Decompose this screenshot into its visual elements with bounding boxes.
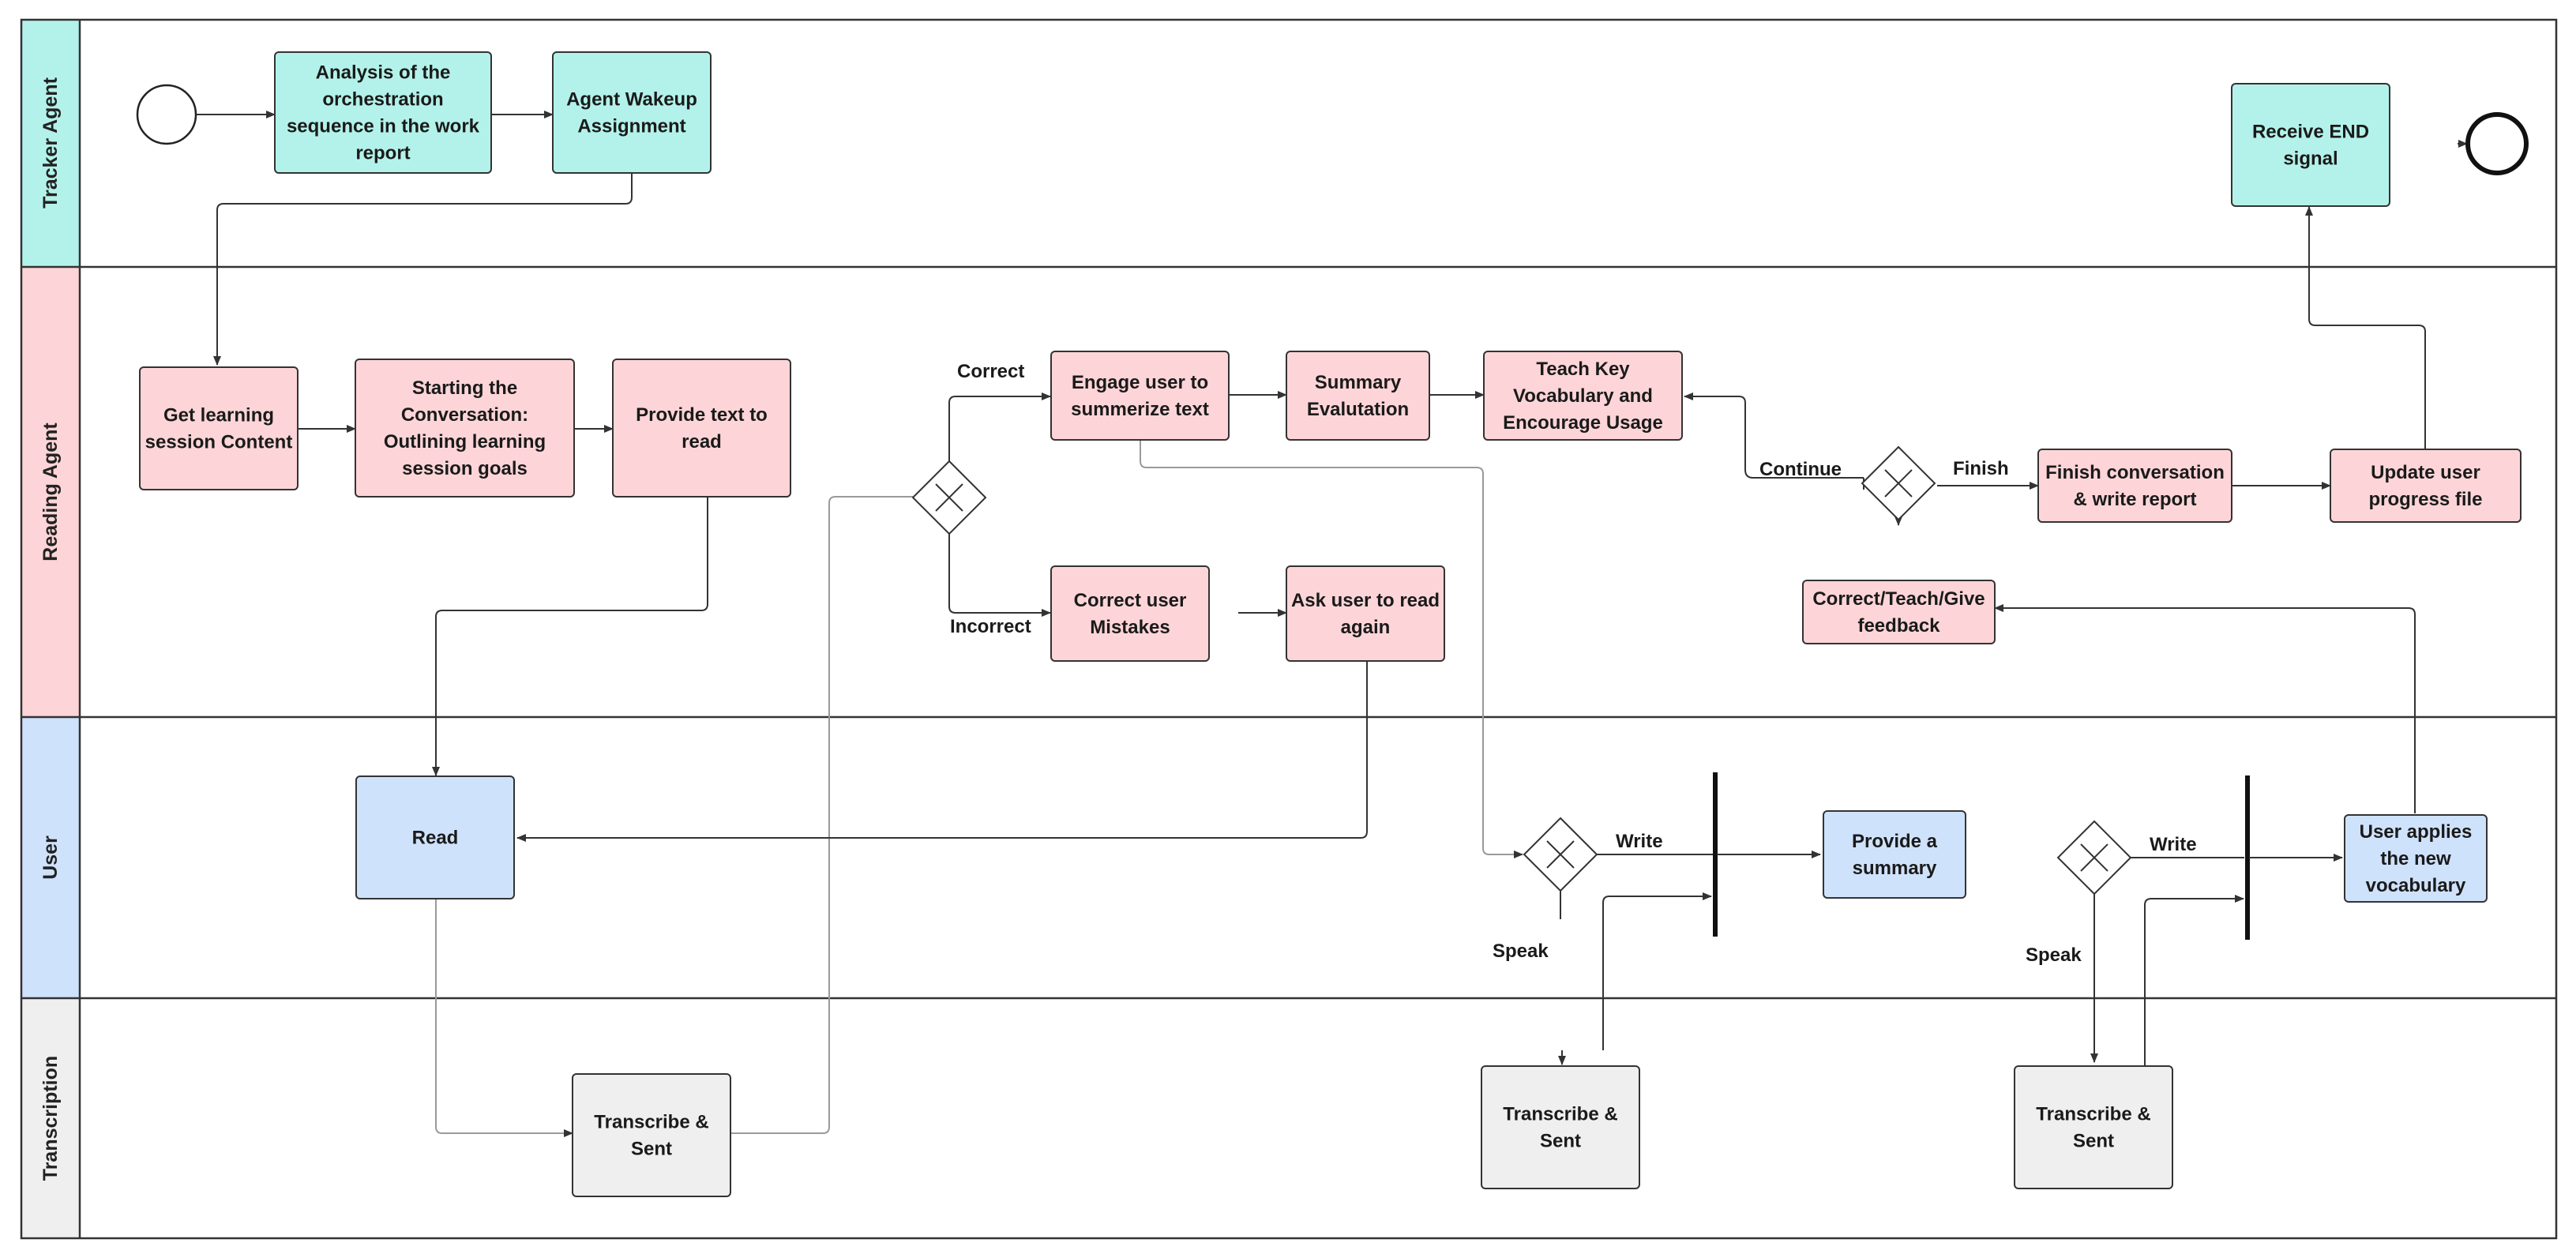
task-text-line: Mistakes	[1090, 617, 1170, 638]
task-get-content: Get learning session Content	[139, 366, 299, 490]
task-text-line: session Content	[145, 432, 293, 453]
task-provide-summary: Provide a summary	[1823, 810, 1966, 899]
task-transcribe3: Transcribe & Sent	[2014, 1065, 2173, 1189]
task-text-line: Agent Wakeup	[566, 89, 697, 111]
task-text-line: Get learning	[163, 405, 274, 426]
task-receive-end: Receive END signal	[2231, 83, 2390, 207]
task-text-line: Correct user	[1074, 590, 1187, 611]
task-text-line: Sent	[1540, 1131, 1581, 1152]
gateway-write-speak-1	[1523, 817, 1598, 892]
task-text-line: read	[682, 431, 722, 453]
task-text-line: feedback	[1857, 615, 1940, 637]
task-text-line: vocabulary	[2366, 875, 2466, 896]
task-text-line: the new	[2380, 848, 2451, 869]
lane-label-reading: Reading Agent	[39, 422, 62, 561]
task-text-line: orchestration	[322, 89, 443, 111]
task-text-line: sequence in the work	[287, 116, 480, 137]
gateway-write-speak-2	[2056, 820, 2132, 896]
task-text-line: Evalutation	[1307, 399, 1409, 420]
label-continue: Continue	[1759, 459, 1842, 480]
tasks: Analysis of the orchestration sequence in …	[139, 51, 2522, 1197]
task-transcribe1: Transcribe & Sent	[572, 1073, 731, 1197]
task-text-line: Encourage Usage	[1503, 412, 1663, 434]
task-finish-conv: Finish conversation & write report	[2037, 449, 2232, 523]
task-text-line: Transcribe &	[594, 1112, 708, 1133]
task-user-applies: User applies the new vocabulary	[2344, 814, 2488, 903]
task-text-line: Outlining learning	[384, 431, 546, 453]
gateway-correct-incorrect	[911, 460, 987, 535]
lane-label-user: User	[39, 836, 62, 880]
label-write-2: Write	[2150, 834, 2197, 855]
task-text-line: signal	[2283, 148, 2338, 170]
task-text-line: report	[355, 143, 410, 164]
lane-label-tracker: Tracker Agent	[39, 77, 62, 208]
task-transcribe2: Transcribe & Sent	[1481, 1065, 1640, 1189]
task-text-line: Ask user to read	[1291, 590, 1440, 611]
lane-band-transcription	[21, 998, 80, 1238]
task-text-line: Conversation:	[401, 404, 528, 426]
connectors	[196, 111, 2468, 1137]
task-text-line: Summary	[1315, 372, 1402, 393]
task-text-line: Correct/Teach/Give	[1812, 588, 1985, 610]
task-ask-read-again: Ask user to read again	[1286, 565, 1445, 662]
lane-band-reading	[21, 267, 80, 717]
task-text-line: summary	[1853, 858, 1937, 879]
label-write-1: Write	[1616, 831, 1663, 852]
task-text-line: Read	[412, 828, 459, 849]
task-update-progress: Update user progress file	[2330, 449, 2522, 523]
task-text-line: Vocabulary and	[1513, 385, 1653, 407]
task-text-line: Assignment	[577, 116, 685, 137]
task-correct-teach: Correct/Teach/Give feedback	[1802, 580, 1996, 644]
lane-band-user	[21, 717, 80, 998]
task-text-line: Transcribe &	[1503, 1104, 1617, 1125]
label-speak-2: Speak	[2026, 944, 2082, 966]
task-text-line: Provide a	[1852, 831, 1938, 852]
task-provide-text: Provide text to read	[612, 359, 791, 498]
task-text-line: User applies	[2360, 821, 2473, 843]
task-text-line: Update user	[2371, 462, 2480, 483]
task-text-line: progress file	[2368, 489, 2482, 510]
task-text-line: Transcribe &	[2036, 1104, 2150, 1125]
task-text-line: Analysis of the	[316, 62, 451, 84]
start-event	[136, 84, 197, 145]
task-text-line: Sent	[631, 1139, 672, 1160]
label-speak-1: Speak	[1493, 941, 1549, 962]
label-correct: Correct	[957, 361, 1024, 382]
gateway-continue-finish	[1861, 445, 1936, 521]
task-engage: Engage user to summerize text	[1050, 351, 1230, 441]
task-text-line: Engage user to	[1072, 372, 1208, 393]
task-text-line: Finish conversation	[2045, 462, 2225, 483]
task-text-line: Starting the	[412, 377, 517, 399]
task-text-line: Teach Key	[1536, 359, 1630, 380]
task-text-line: & write report	[2073, 489, 2196, 510]
lane-label-transcription: Transcription	[39, 1056, 62, 1181]
task-text-line: Receive END	[2252, 122, 2369, 143]
end-event	[2465, 112, 2529, 175]
task-text-line: again	[1341, 617, 1391, 638]
task-text-line: Provide text to	[636, 404, 768, 426]
task-analysis: Analysis of the orchestration sequence in …	[274, 51, 492, 174]
task-text-line: Sent	[2073, 1131, 2114, 1152]
label-incorrect: Incorrect	[950, 616, 1031, 637]
label-finish: Finish	[1953, 458, 2009, 479]
task-text-line: summerize text	[1071, 399, 1209, 420]
lane-band-tracker	[21, 20, 80, 267]
task-read: Read	[355, 775, 515, 899]
task-text-line: session goals	[402, 458, 528, 479]
pool-border	[20, 18, 2558, 1240]
